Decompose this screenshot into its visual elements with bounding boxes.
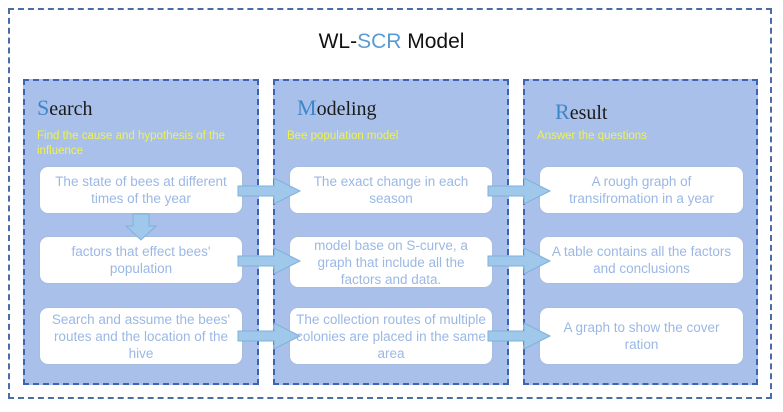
- title-accent: SCR: [357, 30, 402, 53]
- modeling-box-3: The collection routes of multiple coloni…: [289, 307, 493, 365]
- modeling-subtitle: Bee population model: [287, 130, 399, 142]
- title-prefix: WL-: [318, 30, 358, 53]
- modeling-box-2: model base on S-curve, a graph that incl…: [289, 236, 493, 288]
- search-heading: Search: [37, 95, 93, 121]
- modeling-heading: Modeling: [297, 95, 377, 121]
- right-arrow-icon: [487, 322, 552, 350]
- right-arrow-icon: [237, 247, 302, 275]
- model-frame: [8, 8, 772, 399]
- result-heading: Result: [555, 99, 607, 125]
- result-heading-initial: R: [555, 99, 570, 124]
- modeling-box-1: The exact change in each season: [289, 166, 493, 214]
- search-heading-initial: S: [37, 95, 50, 120]
- right-arrow-icon: [237, 177, 302, 205]
- modeling-heading-initial: M: [297, 95, 317, 120]
- right-arrow-icon: [487, 177, 552, 205]
- title-suffix: Model: [401, 30, 465, 53]
- down-arrow-icon: [124, 213, 158, 241]
- result-box-3: A graph to show the cover ration: [539, 307, 744, 365]
- result-subtitle: Answer the questions: [537, 130, 647, 142]
- result-box-2: A table contains all the factors and con…: [539, 236, 744, 284]
- search-box-1: The state of bees at different times of …: [39, 166, 243, 214]
- search-box-3: Search and assume the bees' routes and t…: [39, 307, 243, 365]
- modeling-heading-rest: odeling: [316, 98, 377, 120]
- right-arrow-icon: [487, 247, 552, 275]
- result-box-1: A rough graph of transifromation in a ye…: [539, 166, 744, 214]
- right-arrow-icon: [237, 322, 302, 350]
- search-heading-rest: earch: [49, 98, 93, 120]
- result-heading-rest: esult: [569, 102, 608, 124]
- diagram-title: WL-SCR Model: [0, 30, 783, 54]
- search-subtitle: Find the cause and hypothesis of the inf…: [37, 130, 225, 157]
